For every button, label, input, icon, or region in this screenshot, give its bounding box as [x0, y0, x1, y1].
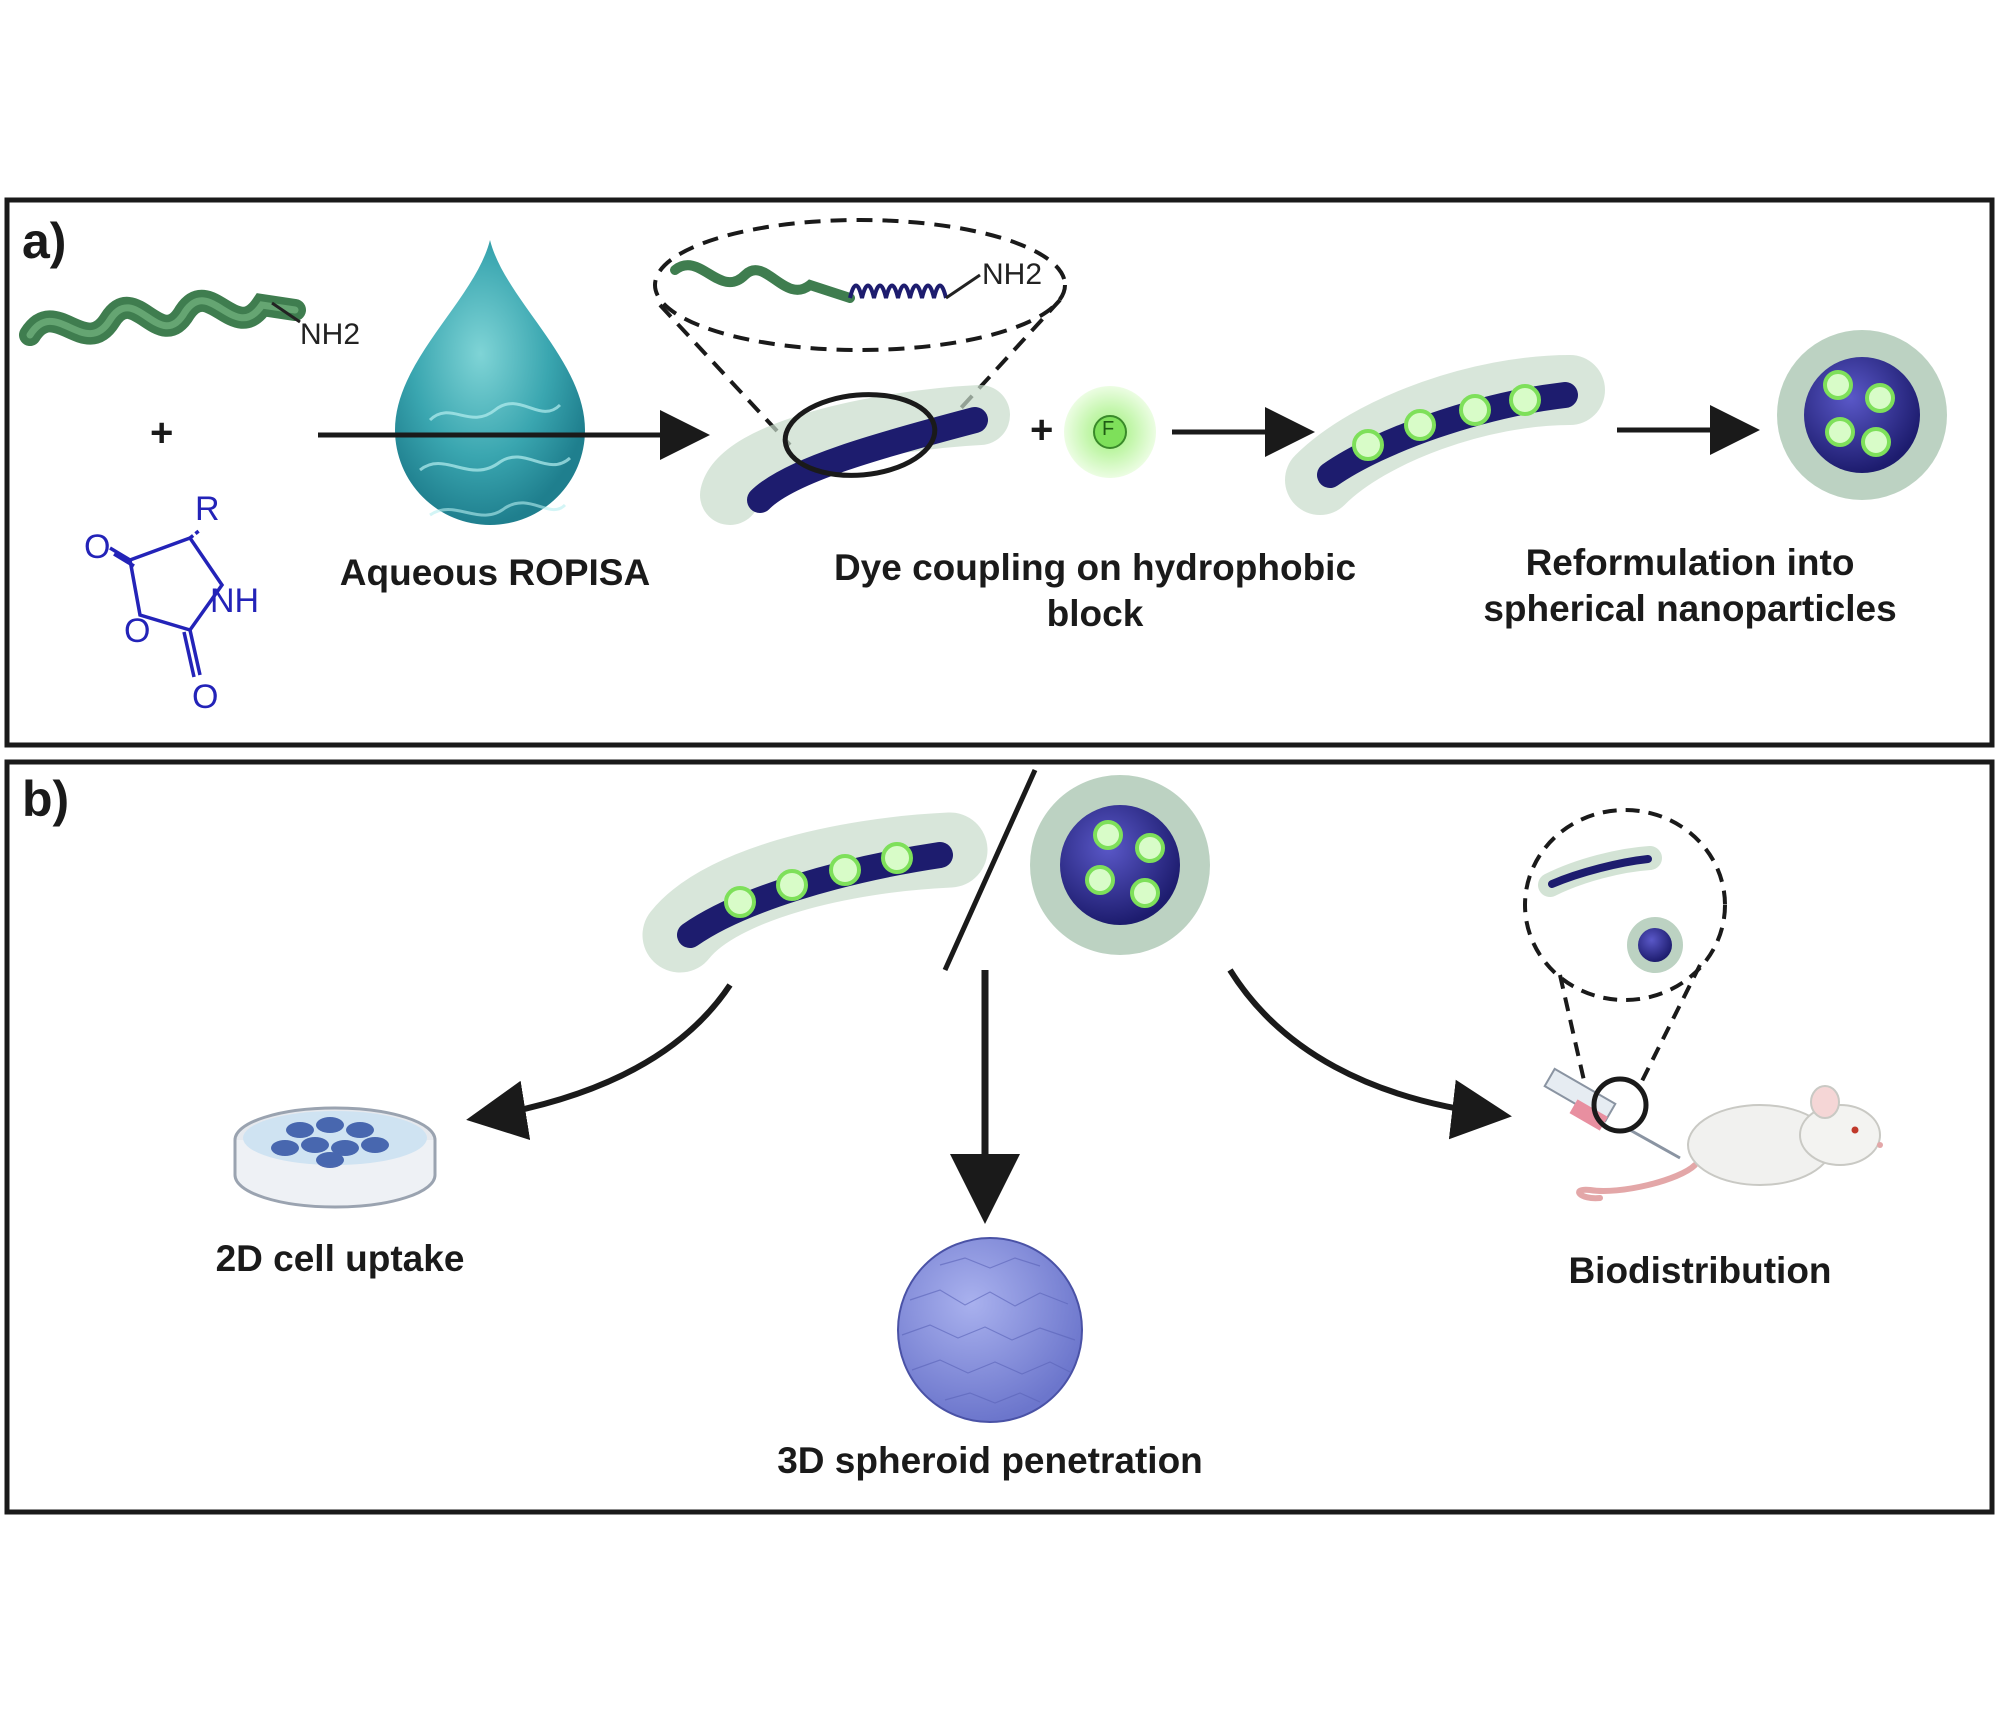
- monomer-ring-o: O: [124, 612, 151, 650]
- worm-micelle-b: [642, 812, 988, 973]
- panel-b-label: b): [22, 771, 70, 827]
- outcome-label-biodistribution: Biodistribution: [1568, 1250, 1832, 1291]
- arrow-to-cell-uptake: [466, 983, 733, 1140]
- arrow-to-biodistribution: [1227, 968, 1512, 1140]
- monomer-r-group: R: [195, 490, 220, 528]
- worm-micelle-1: [700, 385, 1010, 525]
- monomer-carbonyl-o-left: O: [84, 528, 111, 566]
- zoom-line-left: [658, 303, 792, 447]
- tumour-spheroid: [897, 1237, 1083, 1423]
- hydrophilic-polymer-chain: [19, 289, 306, 346]
- step-label-dye-coupling: Dye coupling on hydrophobic block: [833, 547, 1357, 635]
- outcome-label-cell-uptake: 2D cell uptake: [215, 1238, 465, 1279]
- step-label-ropisa: Aqueous ROPISA: [339, 552, 651, 593]
- inset-worm: [1538, 846, 1662, 897]
- sphere-nanoparticle-b: [1030, 775, 1210, 955]
- nh2-label-zoom: NH2: [982, 258, 1043, 291]
- step-label-reformulation: Reformulation into spherical nanoparticl…: [1483, 542, 1897, 630]
- outcome-label-spheroid: 3D spheroid penetration: [777, 1440, 1203, 1481]
- monomer-nh: NH: [210, 582, 260, 620]
- mouse: [1576, 1085, 1883, 1202]
- petri-dish: [233, 1106, 437, 1209]
- plus-sign-2: +: [1030, 408, 1054, 452]
- plus-sign-1: +: [150, 411, 174, 455]
- dye-symbol: F: [1102, 418, 1115, 440]
- bio-zoom-line-right: [1638, 964, 1702, 1086]
- syringe: [1543, 1067, 1681, 1160]
- bio-zoom-line-left: [1558, 974, 1587, 1086]
- nca-monomer-structure: [109, 528, 225, 678]
- dye-labelled-worm: [1285, 355, 1605, 515]
- divider-slash: [942, 768, 1038, 972]
- panel-b-frame: [4, 759, 1995, 1515]
- nh2-label-top: NH2: [300, 318, 361, 351]
- spherical-nanoparticle: [1777, 330, 1947, 500]
- zoom-inset-ellipse: [653, 218, 1067, 352]
- inset-sphere: [1627, 917, 1683, 973]
- monomer-carbonyl-o-bottom: O: [192, 678, 219, 716]
- water-droplet: [395, 240, 585, 525]
- dye-molecule: [1064, 386, 1156, 478]
- panel-a-label: a): [22, 213, 67, 269]
- block-copolymer-zoom: [670, 260, 981, 303]
- panel-a-frame: [4, 197, 1995, 748]
- biodistribution-zoom-circle: [1523, 808, 1727, 1002]
